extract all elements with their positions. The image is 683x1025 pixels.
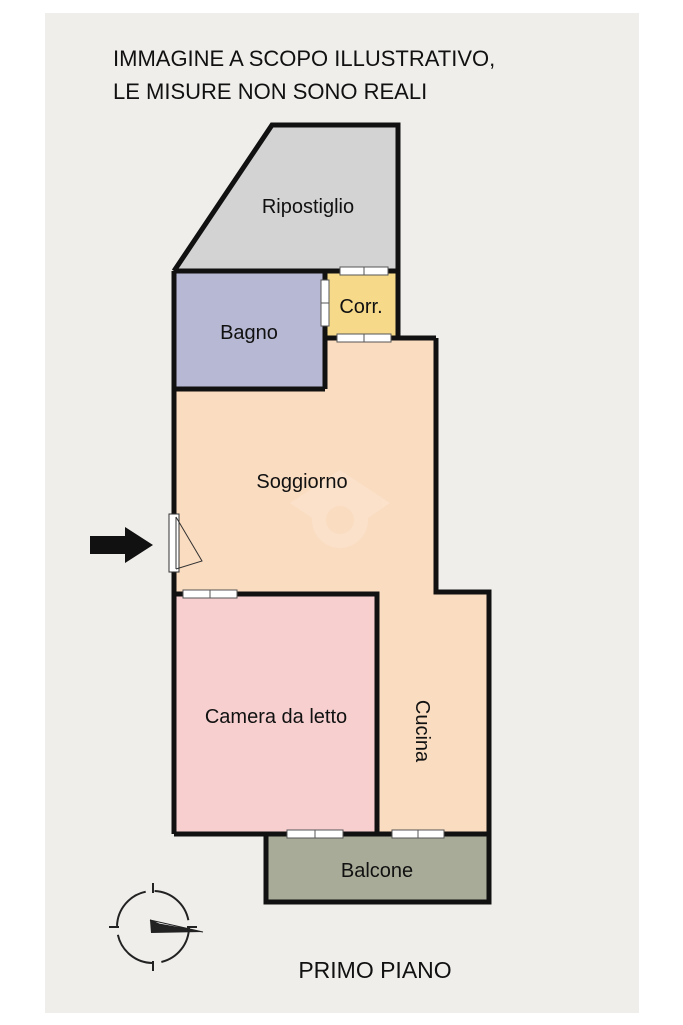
disclaimer-line-1: IMMAGINE A SCOPO ILLUSTRATIVO, [113, 46, 495, 71]
compass-icon [109, 883, 204, 971]
room-label-bagno: Bagno [220, 322, 278, 344]
room-label-camera-da-letto: Camera da letto [205, 706, 347, 728]
room-label-cucina: Cucina [411, 700, 433, 763]
room-label-ripostiglio: Ripostiglio [262, 196, 354, 218]
room-balcone [266, 834, 489, 902]
watermark-logo-icon [290, 470, 390, 548]
room-ripostiglio [174, 125, 398, 271]
entrance-door [168, 513, 203, 573]
room-camera-da-letto [174, 594, 377, 834]
entrance-arrow-icon [90, 527, 153, 563]
room-label-soggiorno: Soggiorno [256, 471, 347, 493]
room-soggiorno [174, 338, 436, 594]
room-corridoio [325, 271, 398, 338]
room-label-balcone: Balcone [341, 860, 413, 882]
room-label-corr: Corr. [339, 296, 382, 318]
room-bagno [174, 271, 325, 389]
disclaimer-line-2: LE MISURE NON SONO REALI [113, 79, 427, 104]
floor-label: PRIMO PIANO [298, 957, 451, 983]
room-cucina [377, 592, 489, 834]
window-openings [182, 266, 445, 839]
